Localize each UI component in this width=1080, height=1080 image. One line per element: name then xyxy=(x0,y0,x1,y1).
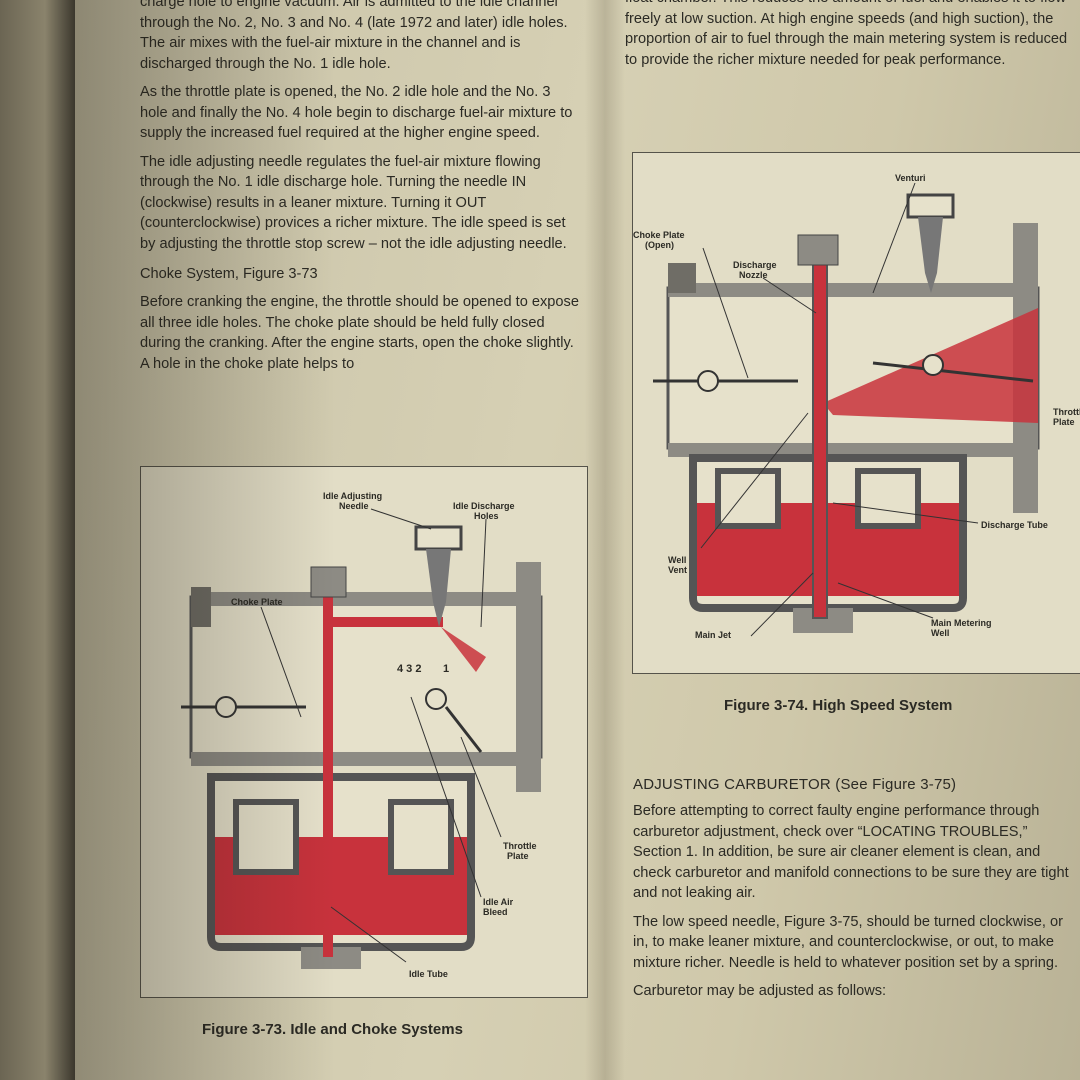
choke-system-heading: Choke System, Figure 3-73 xyxy=(140,266,318,282)
svg-text:Nozzle: Nozzle xyxy=(739,270,768,280)
label-hole-one: 1 xyxy=(443,663,449,675)
discharge-tube xyxy=(812,247,828,619)
label-throttle-plate: Throttle xyxy=(1053,407,1080,417)
idle-channel xyxy=(333,617,443,627)
label-venturi: Venturi xyxy=(895,173,926,183)
right-paragraph-1: float chamber. This reduces the amount o… xyxy=(625,0,1068,68)
right-text-column: float chamber. This reduces the amount o… xyxy=(625,0,1080,78)
idle-needle-spring xyxy=(426,549,451,627)
idle-needle-head xyxy=(414,525,463,551)
label-choke-plate: Choke Plate xyxy=(231,597,283,607)
label-choke-plate-open: Choke Plate xyxy=(633,230,685,240)
throttle-plate xyxy=(872,361,1034,383)
top-wall xyxy=(191,592,541,606)
right-paragraph-2: Before attempting to correct faulty engi… xyxy=(633,803,1069,901)
left-text-column: charge hole to engine vacuum. Air is adm… xyxy=(140,0,580,382)
svg-text:Plate: Plate xyxy=(1053,417,1075,427)
left-paragraph-3: The idle adjusting needle regulates the … xyxy=(140,153,567,252)
label-discharge-tube: Discharge Tube xyxy=(981,520,1048,530)
venturi-needle-spring xyxy=(918,217,943,293)
adjusting-section: ADJUSTING CARBURETOR (See Figure 3-75) B… xyxy=(633,776,1080,1010)
float-left xyxy=(233,799,299,875)
label-main-jet: Main Jet xyxy=(695,630,731,640)
adjusting-carburetor-heading: ADJUSTING CARBURETOR (See Figure 3-75) xyxy=(633,776,957,793)
bottom-wall xyxy=(668,443,1038,457)
figure-3-73-box: Idle Adjusting Needle Idle Discharge Hol… xyxy=(140,466,588,998)
svg-text:Vent: Vent xyxy=(668,565,687,575)
idle-tube xyxy=(323,577,333,957)
svg-text:Needle: Needle xyxy=(339,501,369,511)
figure-3-73-diagram: Idle Adjusting Needle Idle Discharge Hol… xyxy=(181,491,543,979)
throttle-shaft xyxy=(425,688,447,710)
right-paragraph-4: Carburetor may be adjusted as follows: xyxy=(633,983,887,999)
svg-text:(Open): (Open) xyxy=(645,240,674,250)
previous-page-text-fragments xyxy=(0,0,75,1080)
top-wall xyxy=(668,283,1038,297)
label-well-vent: Well xyxy=(668,555,686,565)
svg-text:Plate: Plate xyxy=(507,851,529,861)
figure-3-74-box: Venturi Choke Plate (Open) Discharge Noz… xyxy=(632,152,1080,674)
float-left xyxy=(715,468,781,529)
previous-page-edge xyxy=(0,0,75,1080)
label-hole-numbers: 4 3 2 xyxy=(397,663,421,675)
label-discharge-nozzle: Discharge xyxy=(733,260,777,270)
left-paragraph-4: Before cranking the engine, the throttle… xyxy=(140,294,579,372)
label-idle-adjusting-needle: Idle Adjusting xyxy=(323,491,382,501)
label-idle-tube: Idle Tube xyxy=(409,969,448,979)
figure-3-74-diagram: Venturi Choke Plate (Open) Discharge Noz… xyxy=(633,173,1080,640)
throttle-plate xyxy=(444,706,483,753)
right-flange xyxy=(516,562,541,792)
venturi-needle-head xyxy=(906,193,955,219)
svg-text:Bleed: Bleed xyxy=(483,907,508,917)
left-flange xyxy=(668,263,696,293)
label-main-metering-well: Main Metering xyxy=(931,618,992,628)
label-idle-air-bleed: Idle Air xyxy=(483,897,514,907)
idle-tube-cap xyxy=(310,566,347,598)
left-paragraph-1: charge hole to engine vacuum. Air is adm… xyxy=(140,0,568,72)
float-right xyxy=(388,799,454,875)
bottom-wall xyxy=(191,752,541,766)
bowl-drain xyxy=(301,947,361,969)
svg-text:Well: Well xyxy=(931,628,949,638)
svg-text:Holes: Holes xyxy=(474,511,499,521)
label-idle-discharge-holes: Idle Discharge xyxy=(453,501,515,511)
right-paragraph-3: The low speed needle, Figure 3-75, shoul… xyxy=(633,913,1063,971)
page-gutter xyxy=(585,0,625,1080)
figure-3-73-caption: Figure 3-73. Idle and Choke Systems xyxy=(202,1021,463,1038)
figure-3-74-caption: Figure 3-74. High Speed System xyxy=(724,697,953,714)
left-paragraph-2: As the throttle plate is opened, the No.… xyxy=(140,84,573,141)
nozzle-cap xyxy=(797,234,839,266)
float-right xyxy=(855,468,921,529)
label-throttle-plate: Throttle xyxy=(503,841,537,851)
idle-discharge-spray xyxy=(441,627,486,672)
left-flange xyxy=(191,587,211,627)
